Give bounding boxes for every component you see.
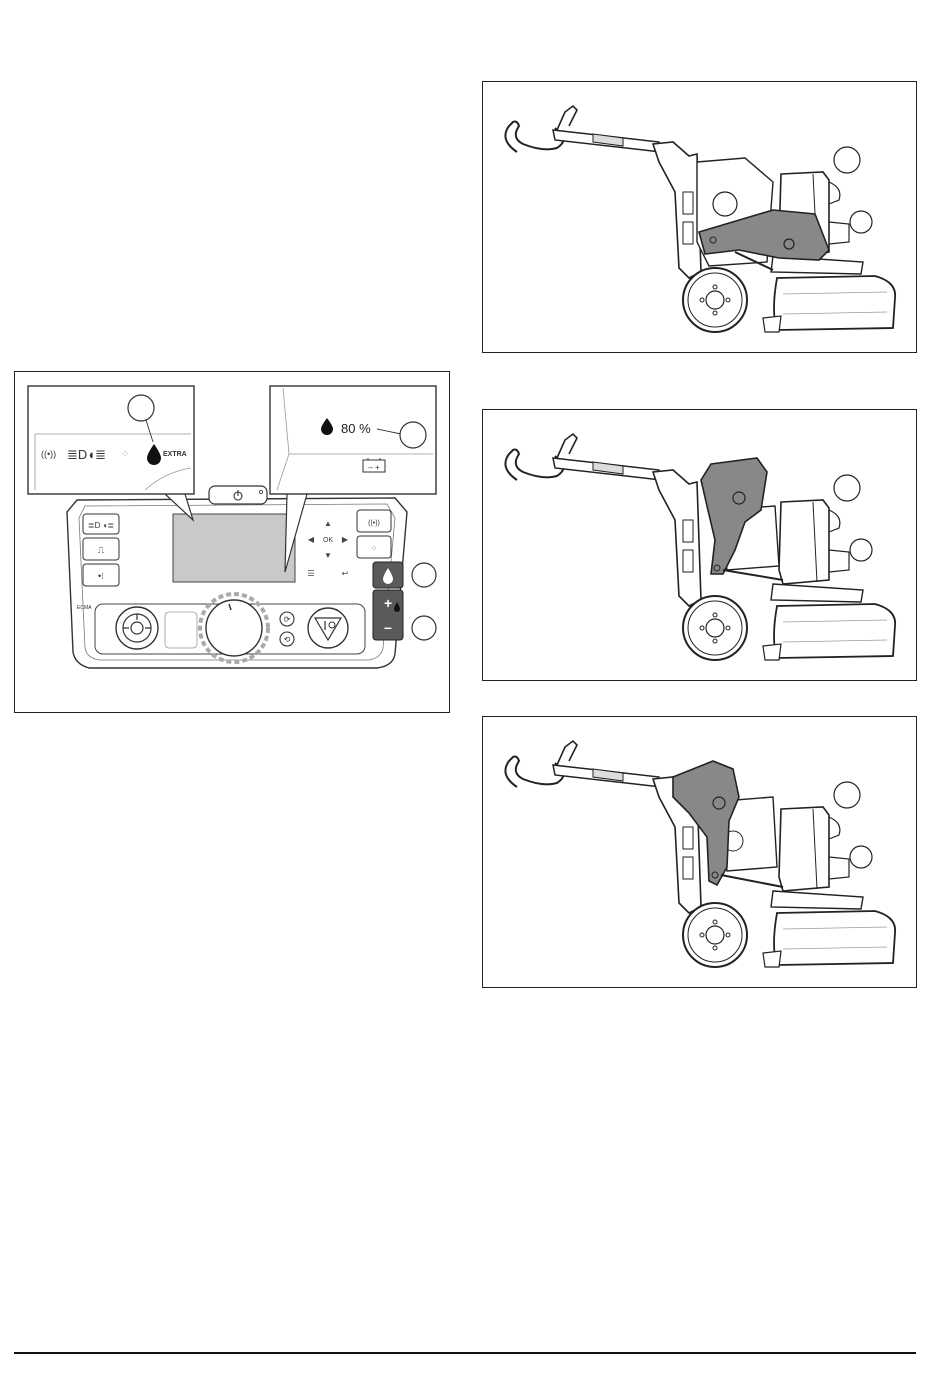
light-icon: ≣D ◖≣ — [88, 521, 114, 530]
footer-rule — [14, 1352, 916, 1354]
callout-marker-1 — [128, 395, 154, 421]
motor-reverse-icon: ⟲ — [284, 635, 291, 644]
extra-label: EXTRA — [163, 451, 187, 458]
menu-icon[interactable]: ☰ — [307, 569, 314, 578]
ok-button[interactable]: OK — [323, 537, 333, 544]
machine-figure-2 — [482, 409, 917, 681]
machine-figure-1 — [482, 81, 917, 353]
callout-marker-4 — [412, 616, 436, 640]
mist-indicator-icon: ⁘ — [121, 449, 129, 460]
control-panel-drawing: ≣D ◖≣ ⎍ •⁝ ECMA ▲ ◀ OK ▶ ▼ ☰ ↩ ((•)) ⁘ + — [15, 372, 449, 712]
light-indicator-icon: ≣D◖≣ — [67, 447, 106, 462]
plus-icon: + — [384, 595, 392, 611]
callout-marker-3 — [412, 563, 436, 587]
machine-figure-3 — [482, 716, 917, 988]
arrow-down-icon[interactable]: ▼ — [324, 551, 332, 560]
back-icon[interactable]: ↩ — [342, 569, 349, 578]
machine-drawing-2 — [483, 410, 916, 680]
start-stop-switch[interactable] — [308, 608, 348, 648]
svg-text:– +: – + — [368, 463, 380, 472]
motor-start-icon: ⟳ — [284, 615, 291, 624]
arrow-left-icon[interactable]: ◀ — [308, 535, 315, 544]
machine-drawing-3 — [483, 717, 916, 987]
ecomat-label: ECMA — [77, 605, 92, 611]
callout-marker-2 — [400, 422, 426, 448]
handle-icon: ⎍ — [98, 545, 105, 555]
emergency-stop[interactable] — [116, 607, 158, 649]
display-screen — [173, 514, 295, 582]
spray-icon: •⁝ — [98, 571, 104, 581]
minus-icon: – — [384, 619, 392, 635]
machine-drawing-1 — [483, 82, 916, 352]
remote-icon: ((•)) — [368, 520, 380, 527]
remote-indicator-icon: ((•)) — [41, 449, 56, 459]
water-flow-value: 80 % — [341, 421, 371, 436]
arrow-up-icon[interactable]: ▲ — [324, 519, 332, 528]
control-panel-figure: ≣D ◖≣ ⎍ •⁝ ECMA ▲ ◀ OK ▶ ▼ ☰ ↩ ((•)) ⁘ + — [14, 371, 450, 713]
mist-icon: ⁘ — [371, 544, 378, 553]
arrow-right-icon[interactable]: ▶ — [342, 535, 349, 544]
